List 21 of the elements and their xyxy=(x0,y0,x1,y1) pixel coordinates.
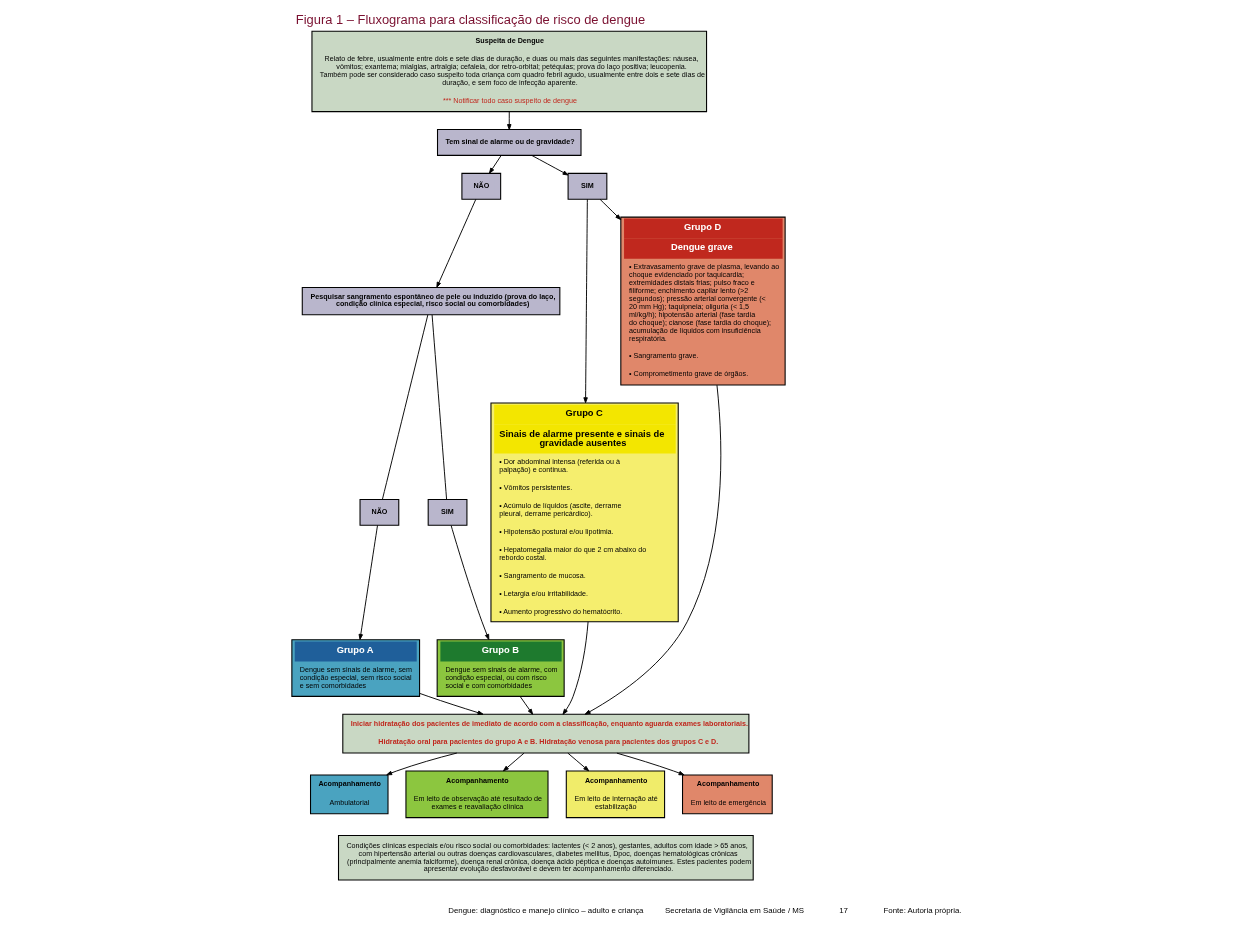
connector xyxy=(381,314,428,500)
arrow xyxy=(358,524,378,640)
label: Dengue: diagnóstico e manejo clínico – adulto e criança xyxy=(447,905,643,915)
arrow xyxy=(450,525,489,640)
arrow xyxy=(418,692,483,715)
arrow xyxy=(488,155,502,174)
arrow xyxy=(566,752,589,772)
arrow xyxy=(506,111,511,131)
arrow xyxy=(519,696,533,715)
arrow xyxy=(530,155,569,176)
diagram-title: Figura 1 – Fluxograma para classificação de risco de dengue xyxy=(295,12,645,28)
connector xyxy=(431,314,447,500)
arrow xyxy=(599,198,621,220)
arrow xyxy=(502,752,524,772)
arrow xyxy=(584,384,721,715)
label: Secretaria de Vigilância em Saúde / MS xyxy=(664,905,804,915)
arrow xyxy=(562,621,589,715)
label: Fonte: Autoria própria. xyxy=(883,905,961,915)
arrow xyxy=(435,198,476,288)
label: 17 xyxy=(838,905,848,915)
arrow xyxy=(582,198,588,404)
